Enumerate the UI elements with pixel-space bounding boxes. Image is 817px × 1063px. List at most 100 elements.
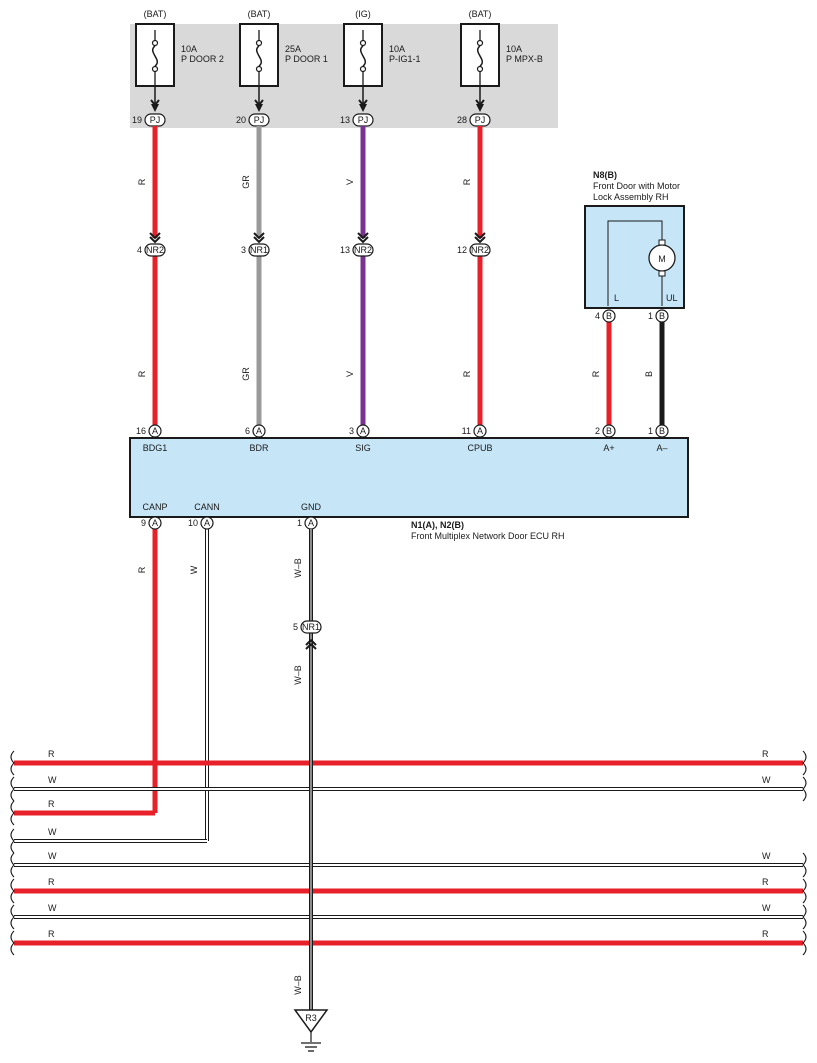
ecu-bottom-pin-letter: A <box>152 518 158 528</box>
fuse-name: P DOOR 1 <box>285 54 328 64</box>
wavy-break-icon <box>802 776 807 802</box>
wavy-break-icon <box>10 800 15 826</box>
junction-connector-code: NR2 <box>471 245 489 255</box>
door-lock-motor: N8(B) Front Door with Motor Lock Assembl… <box>584 170 685 309</box>
ground-code: R3 <box>305 1013 317 1023</box>
wavy-break-icon <box>802 904 807 930</box>
motor-brush-top <box>658 239 666 246</box>
motor-pin-letter: B <box>659 311 665 321</box>
motor-title-line1: Front Door with Motor <box>593 181 680 191</box>
ecu-terminal-name: A+ <box>603 443 614 453</box>
chevron-down-icon <box>474 232 486 240</box>
ground-junction-connector-tag <box>300 620 322 634</box>
fuse-terminal <box>359 65 367 73</box>
wire-color-label: B <box>644 371 654 377</box>
ecu-bottom-pin-letter: A <box>308 518 314 528</box>
fuse-source: (BAT) <box>248 9 271 19</box>
wire-color-label: GR <box>241 367 251 381</box>
ecu-terminal-name: A– <box>656 443 667 453</box>
motor-pin-number: 4 <box>595 311 600 321</box>
wire-color-label: W–B <box>293 558 303 578</box>
wavy-break-icon <box>10 852 15 878</box>
ecu-top-pin-number: 2 <box>595 426 600 436</box>
ground-junction-connector-code: NR1 <box>302 622 320 632</box>
fuse-connector-code: PJ <box>150 115 161 125</box>
motor-pin-letter: B <box>606 311 612 321</box>
fuse-pin-number: 13 <box>340 115 350 125</box>
ecu-terminal-name: CANN <box>194 502 220 512</box>
motor-terminal-ul: UL <box>666 293 678 303</box>
junction-connector-code: NR1 <box>250 245 268 255</box>
bus-left-label: W <box>48 851 57 861</box>
wire-color-label: V <box>345 179 355 185</box>
motor-brush-bottom <box>658 270 666 277</box>
bus-left-label: W <box>48 903 57 913</box>
junction-connector-code: NR2 <box>146 245 164 255</box>
junction-connector-tag <box>469 243 491 257</box>
ecu-top-pin-letter: B <box>659 426 665 436</box>
motor-symbol-label: M <box>658 254 666 264</box>
ecu-top-pin-circle <box>148 424 162 438</box>
wire-color-label: W <box>189 565 199 574</box>
ecu-top-pin-letter: A <box>360 426 366 436</box>
bus-left-label: W <box>48 827 57 837</box>
ecu-terminal-name: CPUB <box>467 443 492 453</box>
bus-left-label: R <box>48 877 55 887</box>
ecu-bottom-pin-circle <box>200 516 214 530</box>
arrow-down-icon <box>476 104 484 112</box>
wavy-break-icon <box>802 878 807 904</box>
junction-pin-number: 4 <box>137 245 142 255</box>
fuse-source: (BAT) <box>469 9 492 19</box>
fuse-pin-number: 28 <box>457 115 467 125</box>
ecu-top-pin-circle <box>655 424 669 438</box>
ecu-bottom-pin-number: 10 <box>188 518 198 528</box>
motor-pin-number: 1 <box>648 311 653 321</box>
fuse-name: P-IG1-1 <box>389 54 421 64</box>
wire-color-label: V <box>345 371 355 377</box>
wavy-break-icon <box>10 904 15 930</box>
chevron-down-icon <box>357 236 369 244</box>
bus-right-label: R <box>762 877 769 887</box>
ecu-top-pin-circle <box>252 424 266 438</box>
ground-point-icon <box>293 1009 329 1034</box>
ecu-terminal-name: BDR <box>249 443 269 453</box>
ecu-top-pin-number: 6 <box>245 426 250 436</box>
motor-title-line2: Lock Assembly RH <box>593 192 669 202</box>
arrow-down-icon <box>359 104 367 112</box>
bus-left-label: R <box>48 799 55 809</box>
bus-left-label: R <box>48 749 55 759</box>
ecu-top-pin-letter: A <box>256 426 262 436</box>
ecu-code: N1(A), N2(B) <box>411 520 464 530</box>
fuse-pin-number: 20 <box>236 115 246 125</box>
bus-right-label: W <box>762 851 771 861</box>
ecu-top-pin-number: 16 <box>136 426 146 436</box>
motor-code: N8(B) <box>593 170 617 180</box>
ecu-terminal-name: GND <box>301 502 322 512</box>
fuse-connector-code: PJ <box>358 115 369 125</box>
junction-connector-tag <box>144 243 166 257</box>
wire-color-label: R <box>137 566 147 573</box>
fuse-terminal <box>255 65 263 73</box>
motor-pin-circle <box>655 309 669 323</box>
junction-pin-number: 12 <box>457 245 467 255</box>
fuse-terminal <box>359 39 367 47</box>
fuse-connector-code: PJ <box>254 115 265 125</box>
chevron-down-icon <box>149 236 161 244</box>
bus-right-label: R <box>762 929 769 939</box>
wire-color-label: R <box>591 370 601 377</box>
junction-connector-tag <box>248 243 270 257</box>
ecu-terminal-name: CANP <box>142 502 167 512</box>
wavy-break-icon <box>802 930 807 956</box>
wire-color-label: R <box>137 178 147 185</box>
ecu-bottom-pin-number: 9 <box>141 518 146 528</box>
ecu-top-pin-number: 1 <box>648 426 653 436</box>
wavy-break-icon <box>10 776 15 802</box>
fuse-name: P DOOR 2 <box>181 54 224 64</box>
ecu-top-pin-letter: A <box>152 426 158 436</box>
wire-color-label: R <box>462 370 472 377</box>
bus-right-label: W <box>762 775 771 785</box>
chevron-down-icon <box>253 232 265 240</box>
